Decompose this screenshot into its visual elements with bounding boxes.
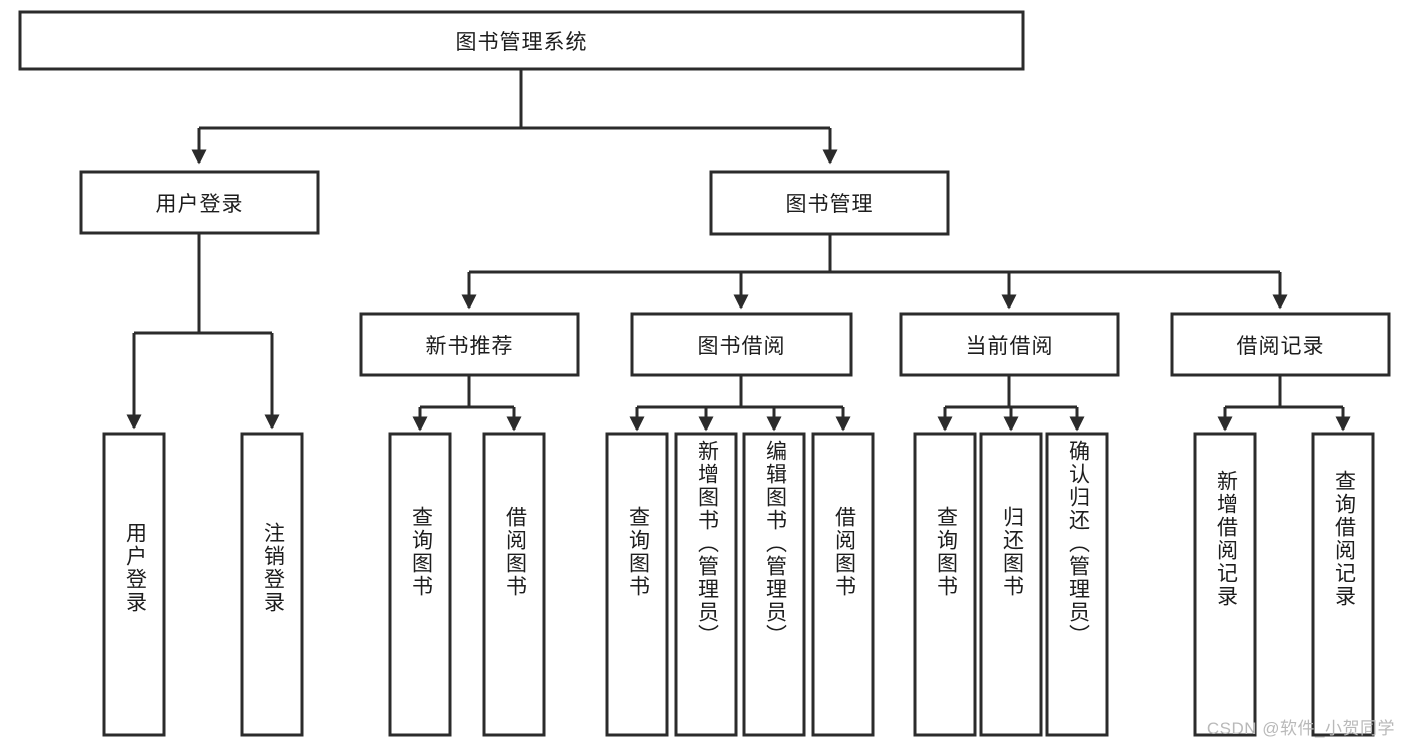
node-box-title[interactable] <box>18 10 1025 71</box>
leaf-box-confirm-return[interactable] <box>1045 432 1109 737</box>
connector-user-login-to-leaves <box>126 233 280 430</box>
connector-current-borrow-to-leaves <box>937 375 1085 432</box>
node-box-new-book-recommend[interactable] <box>359 312 580 377</box>
csdn-watermark: CSDN @软件_小贺同学 <box>1206 719 1395 738</box>
node-box-book-borrow[interactable] <box>630 312 853 377</box>
leaf-box-add-record[interactable] <box>1193 432 1257 737</box>
leaf-box-borrow-book-1[interactable] <box>482 432 546 737</box>
connector-book-management-to-level3 <box>461 234 1288 310</box>
connector-new-book-recommend-to-leaves <box>412 375 522 432</box>
leaf-box-add-book[interactable] <box>674 432 738 737</box>
leaf-box-query-book-1[interactable] <box>388 432 452 737</box>
leaf-box-logout[interactable] <box>240 432 304 737</box>
leaf-box-query-record[interactable] <box>1311 432 1375 737</box>
node-box-current-borrow[interactable] <box>899 312 1120 377</box>
node-box-user-login[interactable] <box>79 170 320 235</box>
leaf-box-query-book-3[interactable] <box>913 432 977 737</box>
leaf-box-return-book[interactable] <box>979 432 1043 737</box>
node-box-book-management[interactable] <box>709 170 950 236</box>
leaf-box-query-book-2[interactable] <box>605 432 669 737</box>
leaf-box-edit-book[interactable] <box>742 432 806 737</box>
leaf-box-user-login[interactable] <box>102 432 166 737</box>
connector-borrow-record-to-leaves <box>1217 375 1351 432</box>
connector-root-to-level2 <box>191 69 838 165</box>
connector-book-borrow-to-leaves <box>629 375 851 432</box>
leaf-box-borrow-book-2[interactable] <box>811 432 875 737</box>
node-box-borrow-record[interactable] <box>1170 312 1391 377</box>
